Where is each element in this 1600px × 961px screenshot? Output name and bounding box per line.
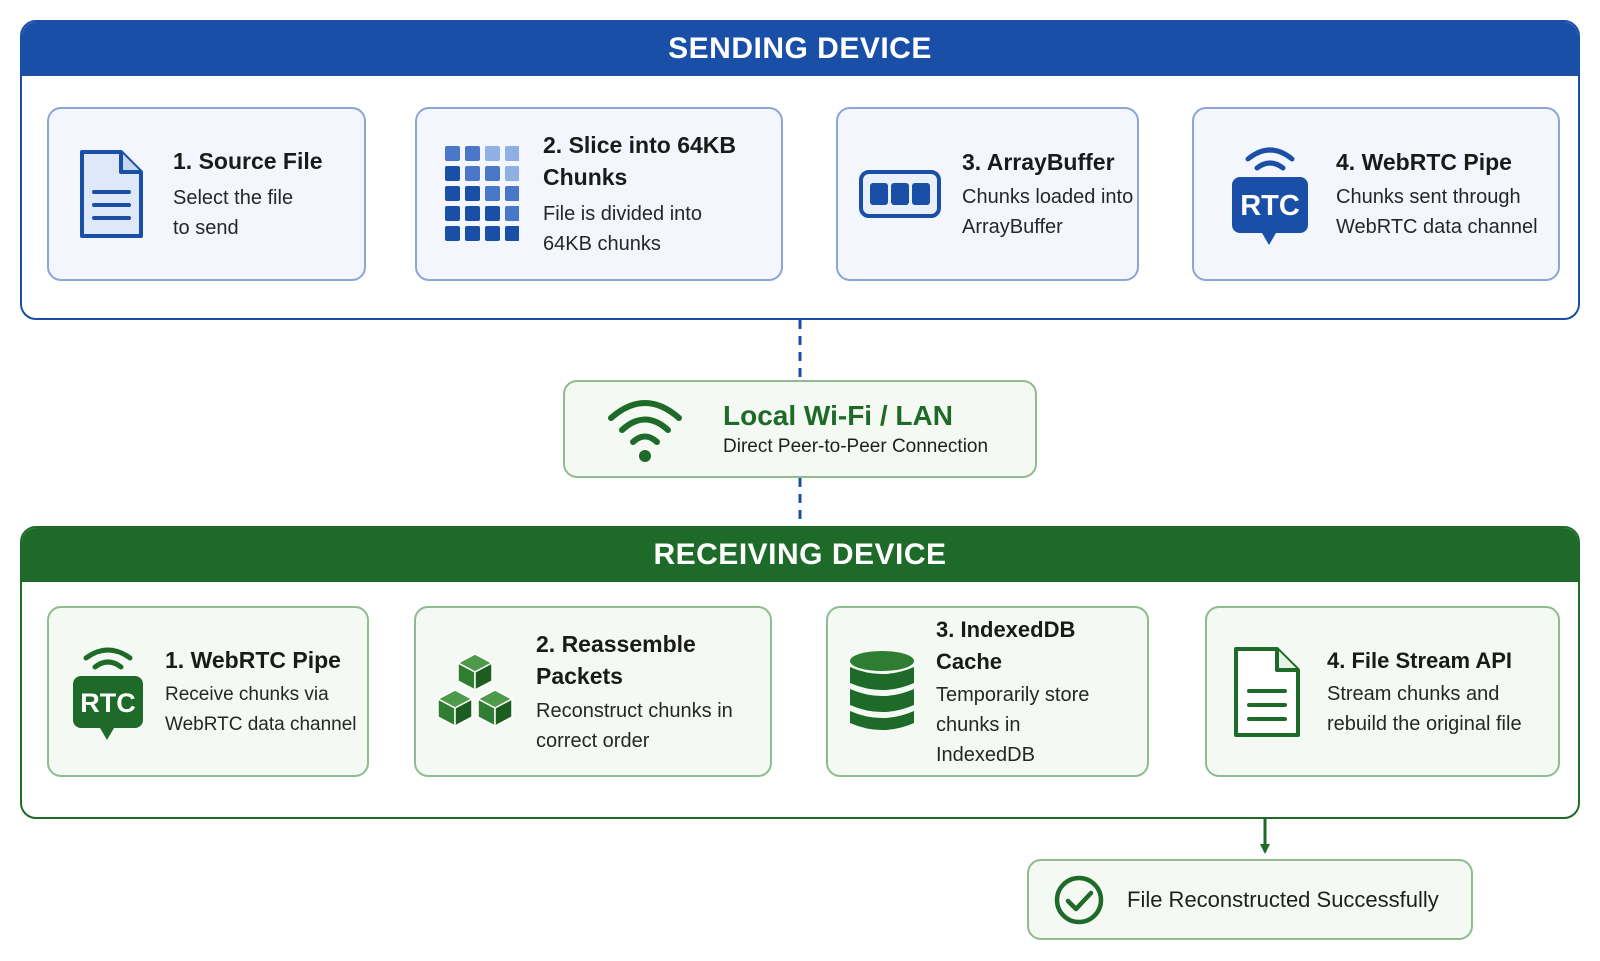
send-step-4-title: 4. WebRTC Pipe: [1336, 149, 1512, 175]
network-subtitle: Direct Peer-to-Peer Connection: [723, 436, 989, 457]
recv-step-3-title: 3. IndexedDB Cache: [936, 616, 1076, 674]
recv-step-2-desc: Reconstruct chunks in correct order: [536, 699, 733, 752]
chunk-cell: [465, 206, 480, 221]
send-step-2-desc: File is divided into 64KB chunks: [543, 203, 702, 255]
send-step-1-desc: Select the file to send: [173, 187, 294, 239]
chunk-cell: [485, 226, 500, 241]
chunk-cell: [485, 166, 500, 181]
chunk-cell: [505, 186, 519, 201]
recv-step-1-desc: Receive chunks via WebRTC data channel: [165, 683, 357, 735]
recv-step-webrtc-pipe: RTC 1. WebRTC Pipe Receive chunks via We…: [47, 606, 369, 777]
recv-step-3-desc: Temporarily store chunks in IndexedDB: [936, 683, 1090, 766]
send-step-arraybuffer: 3. ArrayBuffer Chunks loaded into ArrayB…: [836, 107, 1139, 281]
send-step-slice-chunks: 2. Slice into 64KB Chunks File is divide…: [415, 107, 783, 281]
chunk-cell: [505, 226, 519, 241]
chunk-cell: [505, 166, 519, 181]
document-icon: [77, 148, 145, 240]
send-step-4-desc: Chunks sent through WebRTC data channel: [1336, 186, 1538, 238]
wifi-icon: [607, 394, 683, 464]
receiving-device-title: RECEIVING DEVICE: [22, 528, 1578, 582]
chunk-cell: [485, 206, 500, 221]
recv-step-1-title: 1. WebRTC Pipe: [165, 646, 341, 673]
rtc-icon: RTC: [1230, 141, 1310, 247]
rtc-icon: RTC: [71, 642, 145, 742]
chunk-cell: [465, 166, 480, 181]
chunk-cell: [485, 146, 500, 161]
grid-chunks-icon: [443, 144, 519, 244]
send-step-webrtc-pipe: RTC 4. WebRTC Pipe Chunks sent through W…: [1192, 107, 1560, 281]
result-label: File Reconstructed Successfully: [1127, 886, 1439, 912]
chunk-cell: [485, 186, 500, 201]
send-step-2-title: 2. Slice into 64KB Chunks: [543, 132, 737, 190]
chunk-cell: [465, 146, 480, 161]
chunk-cell: [465, 226, 480, 241]
sending-device-title: SENDING DEVICE: [22, 22, 1578, 76]
send-step-source-file: 1. Source File Select the file to send: [47, 107, 366, 281]
recv-step-file-stream: 4. File Stream API Stream chunks and reb…: [1205, 606, 1560, 777]
chunk-cell: [445, 166, 460, 181]
result-box: File Reconstructed Successfully: [1027, 859, 1473, 940]
buffer-icon: [858, 168, 942, 220]
recv-step-indexeddb: 3. IndexedDB Cache Temporarily store chu…: [826, 606, 1149, 777]
network-title: Local Wi-Fi / LAN: [723, 400, 953, 431]
database-icon: [848, 649, 916, 735]
chunk-cell: [445, 226, 460, 241]
chunk-cell: [445, 206, 460, 221]
send-step-3-title: 3. ArrayBuffer: [962, 149, 1115, 175]
send-step-1-title: 1. Source File: [173, 148, 323, 174]
svg-text:RTC: RTC: [1240, 190, 1300, 222]
recv-step-2-title: 2. Reassemble Packets: [536, 630, 696, 689]
chunk-cell: [505, 146, 519, 161]
document-icon: [1231, 645, 1303, 739]
chunk-cell: [505, 206, 519, 221]
cubes-icon: [434, 652, 516, 732]
chunk-cell: [445, 146, 460, 161]
recv-step-reassemble: 2. Reassemble Packets Reconstruct chunks…: [414, 606, 772, 777]
chunk-cell: [445, 186, 460, 201]
send-step-3-desc: Chunks loaded into ArrayBuffer: [962, 186, 1134, 238]
network-box: Local Wi-Fi / LAN Direct Peer-to-Peer Co…: [563, 380, 1037, 478]
recv-step-4-title: 4. File Stream API: [1327, 647, 1513, 673]
chunk-cell: [465, 186, 480, 201]
recv-step-4-desc: Stream chunks and rebuild the original f…: [1327, 682, 1522, 735]
svg-text:RTC: RTC: [80, 688, 136, 718]
check-circle-icon: [1053, 874, 1105, 926]
